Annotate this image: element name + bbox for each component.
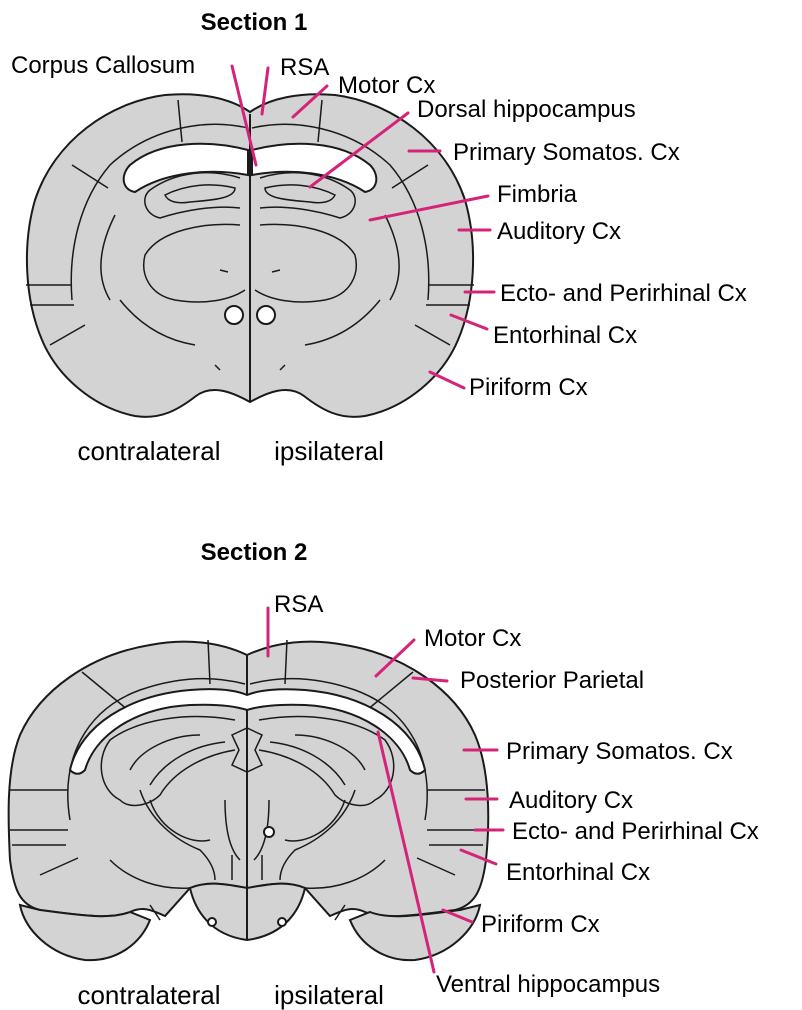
section-2-small-nucleus-center <box>264 827 274 837</box>
label-entorhinal-2: Entorhinal Cx <box>506 859 650 886</box>
label-ventral-hippocampus-2: Ventral hippocampus <box>436 971 660 998</box>
section-2-contralateral-label: contralateral <box>77 980 220 1010</box>
label-dorsal-hippocampus-1: Dorsal hippocampus <box>417 96 636 123</box>
section-1-contralateral-label: contralateral <box>77 436 220 466</box>
section-1-nucleus-left <box>225 306 243 324</box>
section-1-title: Section 1 <box>201 9 308 36</box>
section-2-title: Section 2 <box>201 539 308 566</box>
label-piriform-2: Piriform Cx <box>481 911 600 938</box>
label-rsa-2: RSA <box>274 591 323 618</box>
leader-piriform-1 <box>430 372 464 388</box>
label-piriform-1: Piriform Cx <box>469 374 588 401</box>
section-2-small-nucleus-right <box>278 918 286 926</box>
label-primary-somatos-1: Primary Somatos. Cx <box>453 139 680 166</box>
label-entorhinal-1: Entorhinal Cx <box>493 322 637 349</box>
section-1-ipsilateral-label: ipsilateral <box>274 436 384 466</box>
label-rsa-1: RSA <box>280 54 329 81</box>
label-ecto-perirhinal-1: Ecto- and Perirhinal Cx <box>500 280 747 307</box>
section-2-brain-outline <box>9 642 489 917</box>
section-2-small-nucleus-left <box>208 918 216 926</box>
label-primary-somatos-2: Primary Somatos. Cx <box>506 738 733 765</box>
label-posterior-parietal-2: Posterior Parietal <box>460 667 644 694</box>
label-auditory-1: Auditory Cx <box>497 218 621 245</box>
label-auditory-2: Auditory Cx <box>509 787 633 814</box>
section-2-ipsilateral-label: ipsilateral <box>274 980 384 1010</box>
label-ecto-perirhinal-2: Ecto- and Perirhinal Cx <box>512 818 759 845</box>
section-2: Section 2 <box>9 539 759 1010</box>
label-fimbria-1: Fimbria <box>497 181 578 208</box>
section-1-nucleus-right <box>257 306 275 324</box>
label-motor-2: Motor Cx <box>424 625 521 652</box>
section-1: Section 1 <box>11 9 747 466</box>
label-corpus-callosum-1: Corpus Callosum <box>11 52 195 79</box>
label-motor-1: Motor Cx <box>338 72 435 99</box>
